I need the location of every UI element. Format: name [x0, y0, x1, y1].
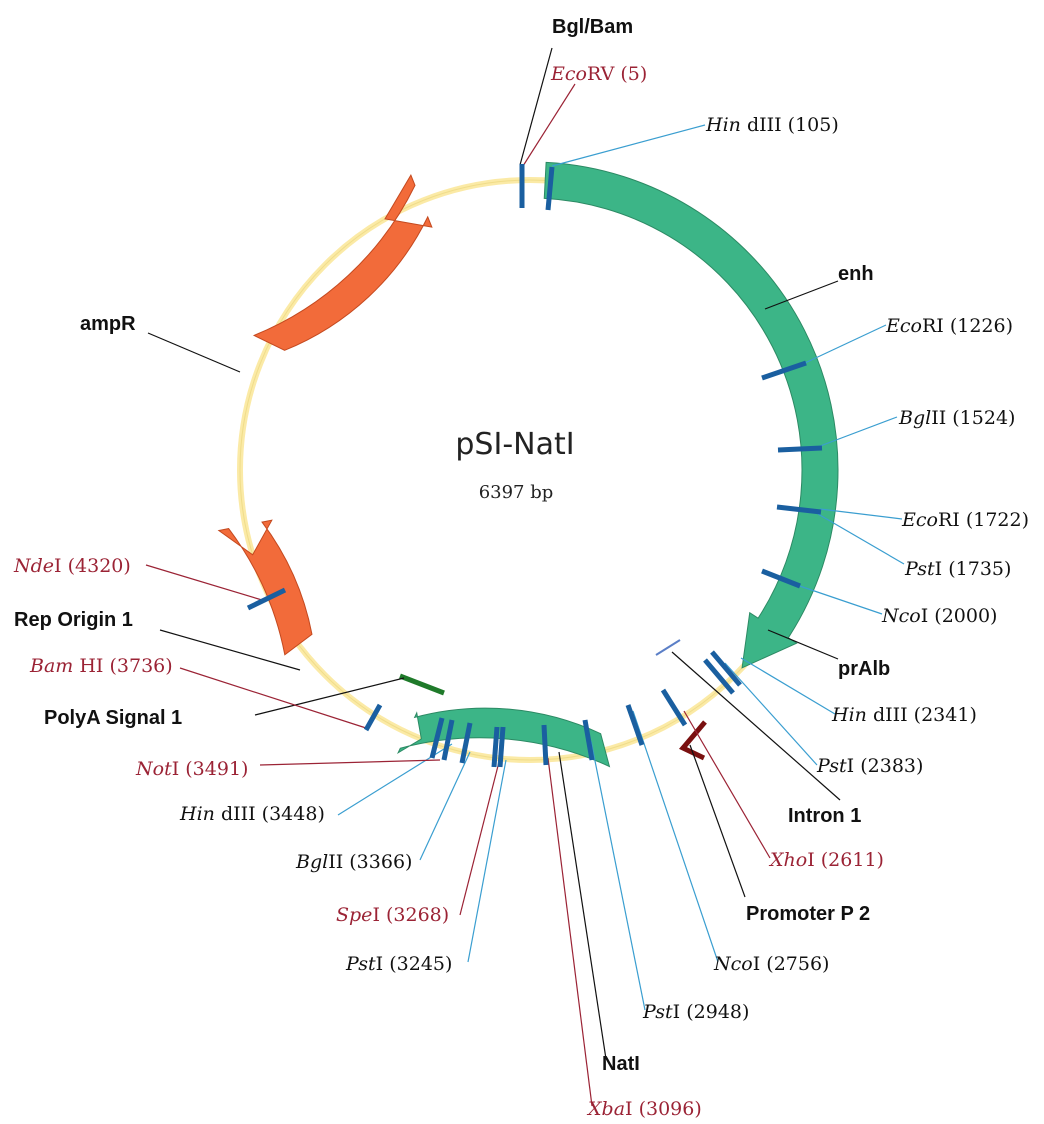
promoter-p2-arrow [678, 720, 707, 761]
leader-ecori-1722 [819, 508, 903, 520]
enh-prAlb-arrow [543, 161, 839, 669]
leader-hindiii-105 [551, 124, 706, 167]
site-markers [246, 164, 823, 768]
site-label-xhoi-2611: XhoI (2611) [768, 849, 884, 871]
site-mark-xbai [541, 724, 549, 766]
feature-labels: Bgl/Bam enh prAlb Intron 1 Promoter P 2 … [14, 16, 890, 1075]
leader-rep-origin [159, 629, 301, 671]
site-mark-psti-2383 [703, 658, 735, 695]
site-label-bamhi-3736: Bam HI (3736) [29, 655, 173, 677]
leader-xhoi-2611 [683, 710, 771, 859]
leader-bglii-1524 [814, 416, 898, 449]
leader-ncoi-2756 [632, 710, 719, 963]
leader-psti-2948 [590, 740, 646, 1011]
leader-nati [558, 751, 607, 1060]
ampR-arrow [252, 174, 433, 351]
site-mark-ncoi-2000 [761, 568, 801, 589]
site-mark-hindiii-2341 [710, 650, 742, 687]
leader-bglbam [519, 47, 553, 166]
leader-enh [764, 280, 839, 310]
leader-bglii-3366 [419, 751, 471, 861]
leader-noti-3491 [259, 759, 441, 766]
site-mark-ndei [246, 587, 287, 611]
site-label-hindiii-3448: Hin dIII (3448) [179, 803, 325, 825]
site-label-psti-2948: PstI (2948) [642, 1001, 749, 1023]
site-mark-bglii-3366 [459, 722, 473, 764]
site-mark-bamhi [363, 703, 383, 732]
leader-ampr [147, 332, 241, 373]
plasmid-name: pSI-NatI [455, 427, 574, 462]
site-label-xbai-3096: XbaI (3096) [586, 1098, 702, 1120]
plasmid-size: 6397 bp [479, 482, 554, 503]
site-mark-ncoi-2756 [625, 704, 645, 746]
site-label-ecori-1226: EcoRI (1226) [885, 315, 1013, 337]
site-label-hindiii-2341: Hin dIII (2341) [831, 704, 977, 726]
site-label-ndei-4320: NdeI (4320) [13, 555, 131, 577]
site-label-ecori-1722: EcoRI (1722) [901, 509, 1029, 531]
leader-ecori-1226 [789, 324, 887, 371]
label-enh: enh [838, 263, 874, 285]
site-label-psti-3245: PstI (3245) [345, 953, 452, 975]
site-label-spei-3268: SpeI (3268) [336, 904, 449, 926]
site-mark-psti-2948 [582, 719, 595, 761]
leader-psti-3245 [467, 759, 507, 963]
site-mark-ecori-1226 [761, 360, 807, 381]
label-nati: NatI [602, 1053, 640, 1075]
site-label-bglii-3366: BglII (3366) [295, 851, 412, 873]
leader-ncoi-2000 [784, 580, 883, 615]
leader-hindiii-2341 [740, 657, 836, 715]
site-label-ncoi-2000: NcoI (2000) [881, 605, 997, 627]
site-label-psti-1735: PstI (1735) [904, 558, 1011, 580]
leader-psti-2383 [724, 662, 818, 766]
site-mark-psti-3245 [497, 726, 506, 768]
leader-ndei-4320 [145, 564, 263, 601]
leader-spei-3268 [459, 757, 501, 916]
label-bglbam: Bgl/Bam [552, 16, 633, 38]
site-label-bglii-1524: BglII (1524) [898, 407, 1015, 429]
site-mark-bglii-1524 [777, 445, 823, 453]
site-mark-hindiii-105 [545, 166, 555, 211]
site-mark-xhoi [660, 688, 688, 727]
label-polya: PolyA Signal 1 [44, 707, 182, 729]
label-intron1: Intron 1 [788, 805, 861, 827]
polyA-signal-mark [399, 673, 445, 696]
site-mark-ecori-1722 [776, 504, 822, 515]
label-pralb: prAlb [838, 658, 890, 680]
site-label-psti-2383: PstI (2383) [816, 755, 923, 777]
leader-ecorv [522, 83, 576, 167]
leader-pralb [767, 629, 839, 660]
leader-promoter-p2 [689, 744, 746, 898]
label-promoter-p2: Promoter P 2 [746, 903, 870, 925]
site-label-hindiii-105: Hin dIII (105) [705, 114, 839, 136]
site-mark-spei [491, 726, 500, 768]
site-mark-hindiii-3448 [441, 719, 455, 761]
site-label-ecorv-5: EcoRV (5) [550, 63, 647, 85]
label-ampr: ampR [80, 313, 136, 335]
leader-xbai-3096 [547, 757, 593, 1107]
leader-psti-1735 [817, 513, 905, 565]
leader-bamhi-3736 [179, 667, 367, 729]
site-label-noti-3491: NotI (3491) [135, 758, 248, 780]
leader-lines [145, 47, 905, 1107]
site-labels: EcoRV (5) Hin dIII (105) EcoRI (1226) Bg… [13, 63, 1029, 1120]
label-rep-origin: Rep Origin 1 [14, 609, 133, 631]
intron-mark [655, 639, 681, 656]
site-mark-noti [429, 717, 445, 759]
site-label-ncoi-2756: NcoI (2756) [713, 953, 829, 975]
leader-polya [254, 677, 405, 716]
leader-intron1 [671, 651, 841, 801]
rep-origin-arrow [217, 519, 313, 656]
